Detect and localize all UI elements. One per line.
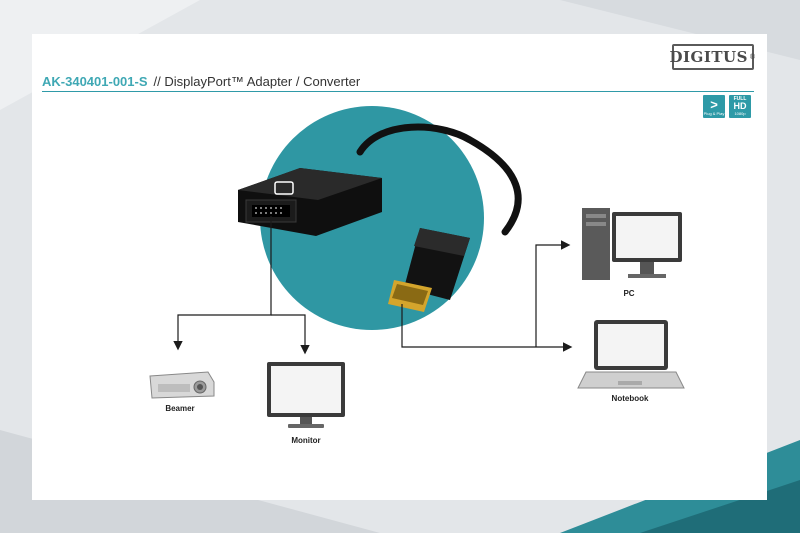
beamer-icon (149, 371, 215, 399)
logo-text: DIGITUS (669, 48, 748, 66)
dvi-adapter (238, 168, 382, 236)
plug-and-play-badge: > Plug & Play (703, 95, 725, 118)
beamer-label: Beamer (165, 404, 195, 413)
product-title: AK-340401-001-S // DisplayPort™ Adapter /… (42, 74, 754, 92)
registered-mark: ® (748, 53, 757, 61)
notebook-label: Notebook (611, 394, 649, 403)
plug-play-label: Plug & Play (703, 110, 725, 116)
product-code: AK-340401-001-S (42, 74, 148, 89)
digitus-logo: DIGITUS® (669, 44, 757, 70)
monitor-icon (267, 362, 345, 428)
pc-label: PC (623, 289, 635, 298)
notebook-icon (577, 320, 685, 389)
adapter-cable (356, 123, 522, 236)
title-divider (42, 91, 754, 92)
displayport-plug (388, 228, 470, 312)
full-hd-main: HD (733, 101, 747, 111)
full-hd-sub: 1080p (734, 111, 746, 116)
plug-play-icon: > (710, 96, 718, 112)
connection-lines (173, 216, 573, 355)
monitor-label: Monitor (291, 436, 321, 445)
full-hd-badge: FULL HD 1080p (729, 95, 751, 118)
product-name: // DisplayPort™ Adapter / Converter (153, 74, 361, 89)
pc-icon (582, 208, 682, 280)
full-hd-top: FULL (733, 96, 747, 102)
